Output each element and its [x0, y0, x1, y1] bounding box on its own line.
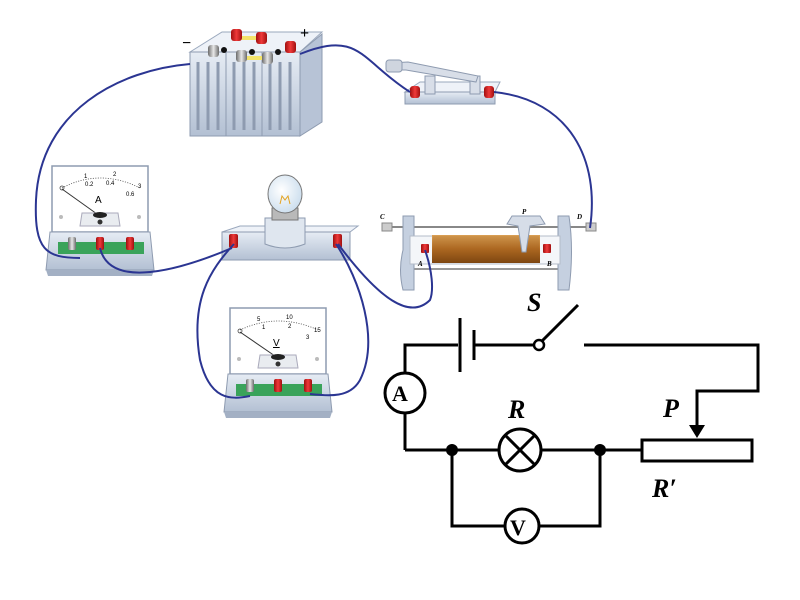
voltmeter-label: V [510, 515, 526, 540]
voltmeter-terminal-negative[interactable] [246, 379, 254, 392]
rheostat-terminal-b[interactable] [543, 244, 551, 253]
voltmeter-needle [239, 331, 276, 357]
rheostat-terminal-c[interactable] [381, 222, 393, 232]
battery-positive-label: + [300, 25, 309, 42]
switch-terminal [484, 86, 494, 98]
voltmeter-symbol: V [273, 338, 280, 349]
ammeter-scale-top-2: 2 [113, 172, 117, 178]
schematic-diagram [383, 303, 760, 545]
voltmeter-scale-bottom-1: 1 [262, 325, 266, 331]
wire-lamp-to-rheostat [337, 243, 434, 309]
battery-terminal-grey [262, 52, 273, 64]
battery: − + [182, 25, 324, 137]
voltmeter-scale-bottom-3: 3 [306, 335, 310, 341]
switch-pivot [532, 338, 546, 352]
battery-positive-terminal[interactable] [285, 41, 296, 53]
junction-node [446, 444, 458, 456]
voltmeter-scale-top-15: 15 [314, 328, 321, 334]
ammeter-symbol: A [95, 195, 102, 206]
voltmeter-scale-top-5: 5 [257, 317, 261, 323]
battery-negative-label: − [182, 35, 191, 52]
wire-ammeter-to-lamp [99, 247, 233, 274]
lamp-terminal-left[interactable] [229, 234, 238, 248]
switch-terminal [410, 86, 420, 98]
lamp-device [221, 174, 360, 261]
voltmeter-terminal-3[interactable] [274, 379, 282, 392]
rheostat-label-a: A [417, 260, 423, 268]
ammeter-needle [61, 188, 98, 215]
battery-terminal-red [231, 29, 242, 41]
slider-label: P [662, 394, 680, 423]
rheostat-terminal-a[interactable] [421, 244, 429, 253]
voltmeter-scale-top-10: 10 [286, 315, 293, 321]
wire-battery-to-switch [299, 44, 411, 93]
rheostat-label-p: P [522, 208, 527, 216]
ammeter-scale-top-3: 3 [138, 184, 142, 190]
voltmeter-terminal-15[interactable] [304, 379, 312, 392]
ammeter-scale-bottom-0: 0.2 [85, 182, 94, 188]
voltmeter-scale-bottom-2: 2 [288, 324, 292, 330]
battery-terminal-grey [236, 50, 247, 62]
switch-lever[interactable] [540, 303, 580, 343]
rheostat-device: C D A B P [380, 208, 597, 291]
ammeter-terminal-3[interactable] [126, 237, 134, 250]
ammeter-scale-bottom-2: 0.6 [126, 192, 135, 198]
battery-negative-terminal[interactable] [208, 45, 219, 57]
rheostat-label-b: B [546, 260, 552, 268]
voltmeter-device: 5 10 15 1 2 3 V [223, 307, 333, 418]
wire-lamp-to-voltmeter [196, 243, 251, 399]
ammeter-terminal-0-6[interactable] [96, 237, 104, 250]
lamp-label: R [507, 395, 525, 424]
wires [34, 44, 593, 399]
rheostat-label: R′ [651, 474, 677, 503]
rheostat-slider[interactable] [506, 215, 546, 253]
wire-battery-to-ammeter [34, 63, 191, 259]
rheostat-symbol [640, 438, 754, 463]
ammeter-terminal-negative[interactable] [68, 237, 76, 250]
battery-terminal-red [256, 32, 267, 44]
bulb-icon [267, 174, 303, 214]
slider-arrow-icon [689, 425, 705, 438]
ammeter-device: 1 2 3 0.2 0.4 0.6 A [45, 165, 155, 276]
switch-label: S [527, 288, 541, 317]
knife-switch[interactable] [385, 59, 501, 105]
rheostat-label-c: C [380, 213, 385, 221]
schematic-labels: A V S R P R′ [392, 288, 680, 540]
schematic-wire [584, 343, 760, 432]
wire-switch-to-rheostat [493, 91, 593, 229]
ammeter-scale-top-1: 1 [84, 174, 88, 180]
wire-lamp-to-voltmeter-15 [309, 243, 370, 397]
switch-handle[interactable] [385, 59, 403, 73]
rheostat-label-d: D [576, 213, 582, 221]
junction-node [594, 444, 606, 456]
ammeter-label: A [392, 381, 408, 406]
ammeter-scale-bottom-1: 0.4 [106, 181, 115, 187]
